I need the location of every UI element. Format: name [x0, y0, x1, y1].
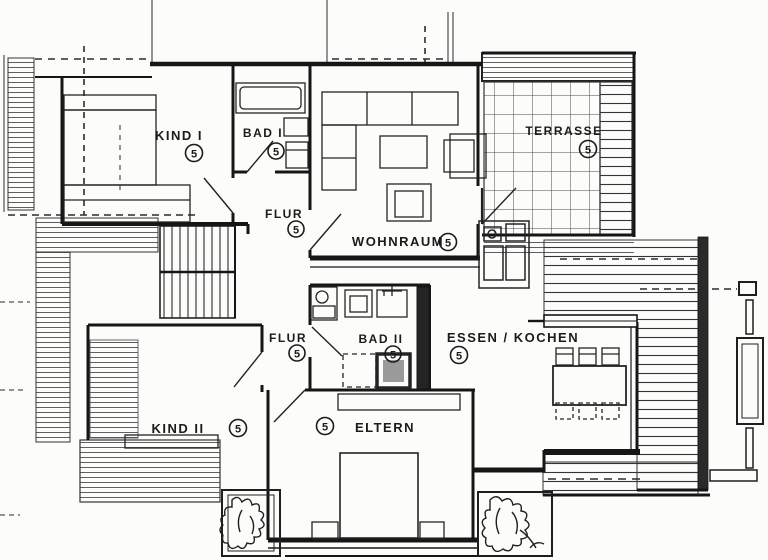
- room-label-bad1: BAD I: [243, 126, 283, 140]
- svg-text:5: 5: [294, 349, 300, 361]
- unit-badge-kind2: 5: [228, 418, 248, 438]
- plant-left: [219, 496, 265, 550]
- side-table: [386, 183, 432, 222]
- furniture: [63, 82, 627, 540]
- door-swings: [203, 140, 517, 423]
- svg-text:5: 5: [585, 145, 591, 157]
- coffee-table: [379, 135, 428, 169]
- washer-bad2: [375, 352, 412, 390]
- room-label-kind1: KIND I: [155, 128, 203, 143]
- terrace-area: [481, 52, 635, 256]
- double-bed: [311, 452, 445, 540]
- door-terrasse: [481, 187, 517, 225]
- unit-badge-eltern: 5: [315, 416, 335, 436]
- door-wohnraum: [309, 213, 342, 251]
- toilet-bad2: [344, 289, 373, 318]
- svg-text:5: 5: [273, 147, 279, 159]
- unit-badge-flur-upper: 5: [287, 220, 305, 238]
- room-labels: KIND I BAD I FLUR WOHNRAUM TERRASSE FLUR…: [151, 124, 602, 436]
- unit-badge-kind1: 5: [184, 143, 204, 163]
- terrace-deck-strip: [599, 81, 633, 236]
- room-label-flur-upper: FLUR: [265, 207, 303, 221]
- staircase: [159, 225, 236, 319]
- svg-text:5: 5: [322, 422, 328, 434]
- toilet-bad1: [285, 141, 309, 169]
- bed-kind2: [124, 434, 219, 449]
- svg-text:5: 5: [191, 149, 197, 161]
- kitchen-counter: [478, 220, 530, 289]
- corner-sofa: [321, 91, 459, 191]
- unit-badge-bad1: 5: [267, 142, 285, 160]
- walls: [35, 51, 709, 557]
- svg-text:5: 5: [390, 350, 396, 362]
- shower-bad2: [342, 353, 377, 388]
- balcony-right-wall: [697, 236, 709, 491]
- bidet-bad2: [376, 286, 408, 318]
- svg-text:5: 5: [456, 351, 462, 363]
- door-eltern: [273, 389, 306, 423]
- sink-bad2: [310, 286, 338, 321]
- unit-badge-bad2: 5: [384, 345, 402, 363]
- room-label-essen-kochen: ESSEN / KOCHEN: [447, 330, 579, 345]
- planter-left: [219, 489, 281, 557]
- svg-text:5: 5: [445, 238, 451, 250]
- planter-right: [477, 491, 553, 557]
- door-bad2: [311, 326, 343, 357]
- room-label-bad2: BAD II: [359, 332, 404, 346]
- room-label-kind2: KIND II: [151, 421, 204, 436]
- bathtub: [235, 82, 306, 114]
- planters: [219, 489, 553, 557]
- armchair: [443, 133, 487, 179]
- plant-right: [481, 496, 545, 553]
- terrace-tile-grid: [483, 81, 601, 236]
- sink-bad1: [283, 117, 309, 137]
- dining-table: [552, 347, 627, 420]
- room-label-eltern: ELTERN: [355, 420, 415, 435]
- room-label-terrasse: TERRASSE: [525, 124, 602, 138]
- exterior-right-objects: [709, 281, 764, 482]
- dresser-kind1: [63, 184, 191, 223]
- door-kind1: [203, 177, 234, 214]
- unit-number-badges: 5 5 5 5 5 5 5 5: [184, 139, 598, 438]
- unit-badge-terrasse: 5: [578, 139, 598, 159]
- unit-badge-essen: 5: [449, 345, 469, 365]
- room-label-wohnraum: WOHNRAUM: [352, 234, 444, 249]
- bed-kind1: [63, 94, 157, 186]
- svg-text:5: 5: [235, 424, 241, 436]
- unit-badge-wohnraum: 5: [438, 232, 458, 252]
- door-kind2: [233, 351, 263, 388]
- room-label-flur-lower: FLUR: [269, 331, 307, 345]
- unit-badge-flur-lower: 5: [288, 344, 306, 362]
- wardrobe-eltern: [337, 393, 461, 411]
- svg-text:5: 5: [293, 225, 299, 237]
- terrace-top-band: [481, 52, 635, 82]
